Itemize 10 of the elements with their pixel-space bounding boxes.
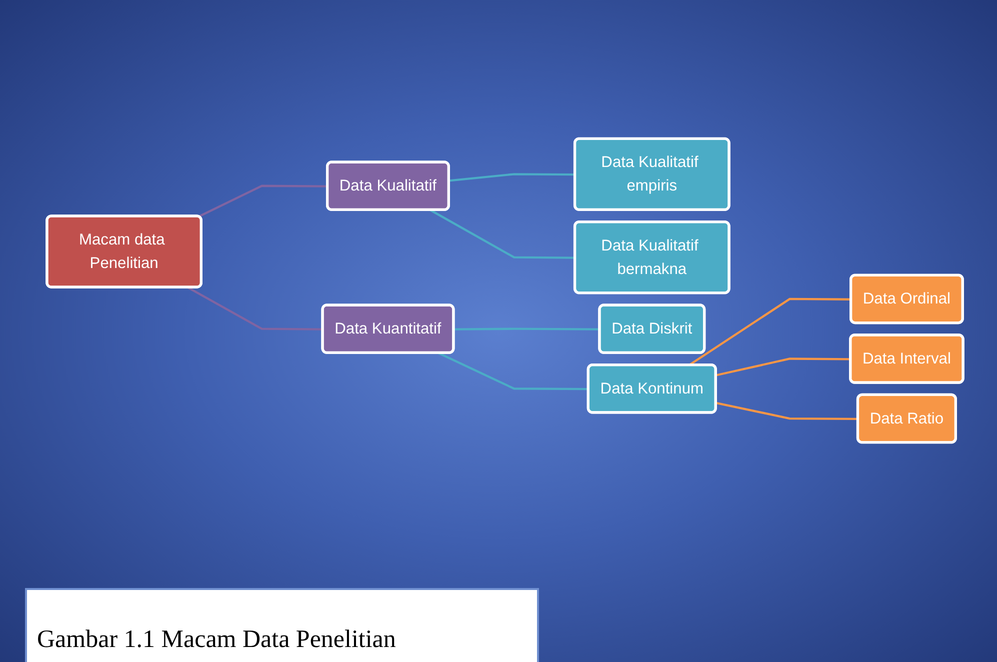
connector (198, 184, 328, 218)
connector (716, 402, 858, 420)
connector (688, 298, 852, 366)
caption: Gambar 1.1 Macam Data Penelitian (25, 588, 539, 662)
connector (449, 173, 576, 182)
connector (716, 358, 851, 376)
connector (438, 352, 589, 390)
connector (454, 328, 600, 330)
connector (187, 286, 323, 330)
connector (430, 209, 576, 259)
